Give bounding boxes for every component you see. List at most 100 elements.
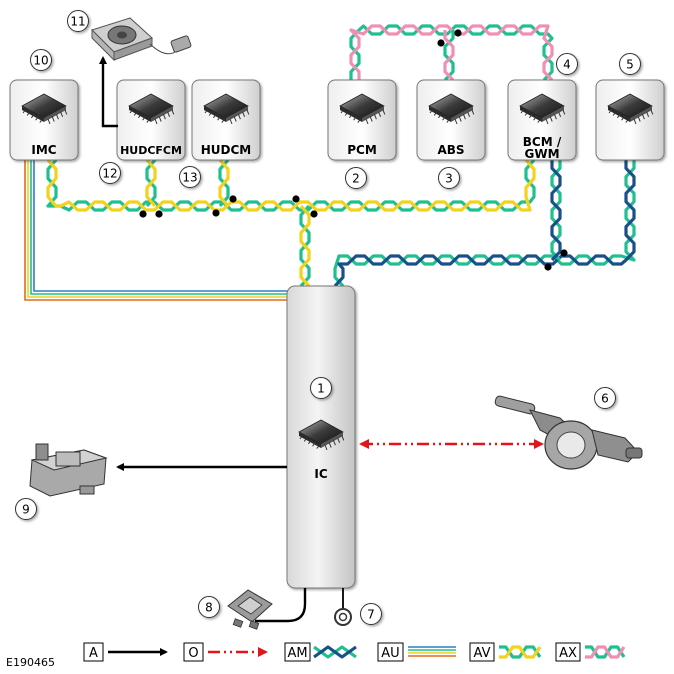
legend-key-ax-box [555,642,581,662]
ecu-chip-icon [21,93,68,125]
fan-control-wire [99,56,118,128]
legend-av-pair-strand-b [499,645,542,659]
ecu-chip-icon [519,93,566,125]
can-bus-main-strand-b [46,158,536,212]
legend-am-pair [313,645,357,659]
callout-11: 11 [67,10,89,32]
callout-number: 12 [102,167,117,181]
can-bus-right-strand-b [333,160,636,288]
ecu-chip-icons [21,93,654,451]
label-imc: IMC [31,143,56,157]
junction-dot [437,39,445,47]
stub-abs-strand-b [443,30,455,82]
can-bus-main-strand-a [46,158,536,212]
callout-number: 2 [352,172,360,186]
label-hudcm: HUDCM [201,143,252,157]
callout-number: 6 [601,392,609,406]
stub-ic-yellow-strand-a [299,204,311,288]
can-bus-right-strand-a [333,160,636,288]
legend-twisted-pink-teal [585,645,626,659]
junction-dot [292,195,300,203]
legend-twisted-yellow-teal [499,645,542,659]
label-ic: IC [314,467,327,481]
callout-number: 7 [367,608,375,622]
can-bus-main [46,158,536,212]
label-pcm: PCM [347,143,377,157]
callout-number: 3 [445,172,453,186]
reference-code: E190465 [6,656,55,669]
ground-terminal-icon [334,608,352,626]
ecu-chip-icon [128,93,175,125]
legend-bundle-lines [408,646,456,657]
can-bus-right [333,160,636,288]
junction-dot [229,195,237,203]
stub-bcm [550,160,562,262]
legend-ax-pair-strand-b [585,645,626,659]
fuse-supply-wire [255,588,307,623]
junction-dot [560,249,568,257]
stub-hudcm-strand-a [218,158,230,208]
callout-number: 8 [205,601,213,615]
callout-12: 12 [99,162,121,184]
junction-dots [139,29,568,271]
label-gwm: GWM [524,147,559,161]
legend-am-pair-strand-a [313,645,357,659]
stub-bcm-strand-a [550,160,562,262]
callout-8: 8 [198,596,220,618]
ecu-chip-icon [428,93,475,125]
stub-ic-yellow [299,204,311,288]
junction-dot [310,210,318,218]
label-hudcfcm: HUDCFCM [120,144,182,157]
callout-13: 13 [179,166,201,188]
callout-9: 9 [15,498,37,520]
callout-number: 10 [33,54,48,68]
legend-twisted-navy-teal [313,645,357,659]
callout-5: 5 [619,53,641,75]
junction-dot [155,210,163,218]
fuse-icon [227,589,273,630]
callout-4: 4 [556,53,578,75]
cooling-fan-icon [91,17,192,62]
ecu-chip-icon [298,419,345,451]
callout-1: 1 [310,377,332,399]
legend-key-o-box [183,642,204,662]
callout-7: 7 [360,603,382,625]
stub-hudcfcm [145,158,157,208]
callout-number: 13 [182,171,197,185]
network-wiring [46,24,636,288]
steering-column-switch-icon [494,395,643,470]
stub-hudcfcm-strand-a [145,158,157,208]
legend-key-ax: AX [559,646,577,661]
callout-6: 6 [594,387,616,409]
callout-2: 2 [345,167,367,189]
legend-ax-pair [585,645,626,659]
stub-abs [443,30,455,82]
ecu-chip-icon [607,93,654,125]
legend: A O AM AU AV AX [83,642,626,662]
legend-key-am-box [284,642,311,662]
legend-av-pair [499,645,542,659]
callout-10: 10 [30,49,52,71]
legend-ax-pair-strand-a [585,645,626,659]
legend-key-av: AV [474,646,491,661]
callout-number: 4 [563,58,571,72]
stub-hudcm [218,158,230,208]
legend-av-pair-strand-a [499,645,542,659]
stub-bcm-strand-b [550,160,562,262]
legend-key-au-box [377,642,404,662]
ecu-chip-icon [339,93,386,125]
legend-key-av-box [469,642,495,662]
callout-number: 11 [70,15,85,29]
junction-dot [212,209,220,217]
legend-key-a-box [83,642,104,662]
most-optical-bundle [24,160,290,301]
legend-key-am: AM [287,646,307,661]
junction-dot [139,210,147,218]
legend-key-o: O [188,646,198,661]
callout-3: 3 [438,167,460,189]
camera-module-icon [29,443,108,497]
label-bcm: BCM / [523,135,562,149]
junction-dot [454,29,462,37]
